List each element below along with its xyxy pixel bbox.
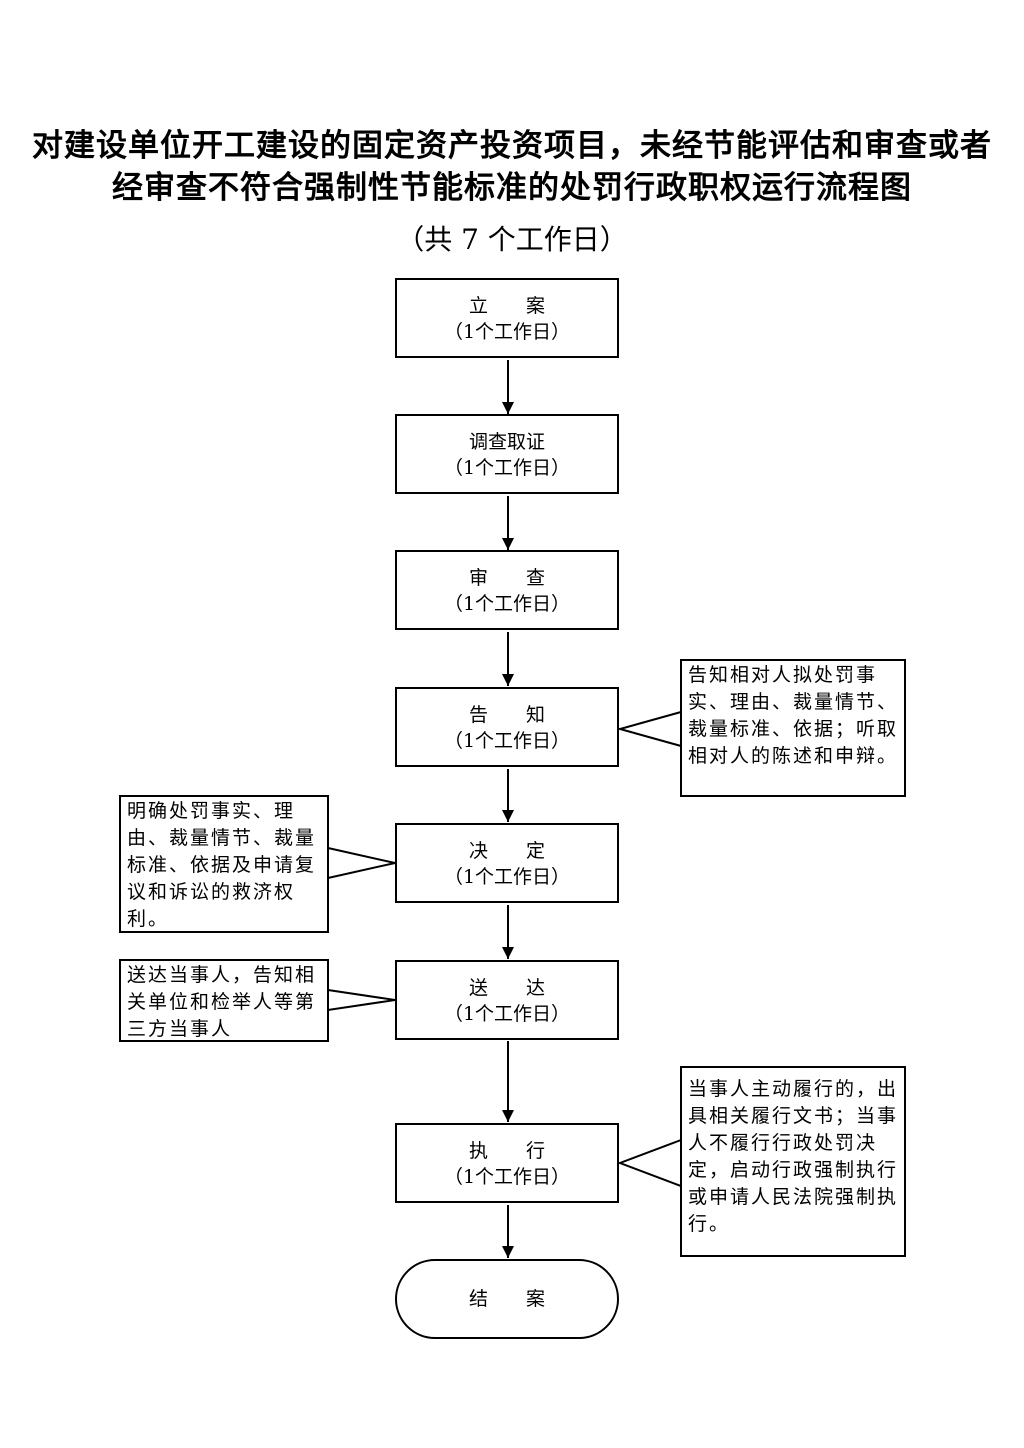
step-label: 决 定	[468, 840, 545, 862]
callout-pointer-decision	[327, 846, 396, 880]
step-decision: 决 定 （1个工作日）	[395, 823, 619, 903]
step-duration: （1个工作日）	[443, 730, 571, 752]
step-delivery: 送 达 （1个工作日）	[395, 960, 619, 1040]
note-decision: 明确处罚事实、理由、裁量情节、裁量标准、依据及申请复议和诉讼的救济权利。	[119, 795, 329, 933]
step-investigation: 调查取证 （1个工作日）	[395, 414, 619, 494]
step-duration: （1个工作日）	[443, 1003, 571, 1025]
note-delivery: 送达当事人，告知相关单位和检举人等第三方当事人	[119, 959, 329, 1042]
step-inform: 告 知 （1个工作日）	[395, 687, 619, 767]
step-review: 审 查 （1个工作日）	[395, 550, 619, 630]
step-duration: （1个工作日）	[443, 321, 571, 343]
step-duration: （1个工作日）	[443, 457, 571, 479]
diagram-title-line-2: 经审查不符合强制性节能标准的处罚行政职权运行流程图	[112, 170, 912, 206]
step-duration: （1个工作日）	[443, 593, 571, 615]
note-execution: 当事人主动履行的，出具相关履行文书；当事人不履行行政处罚决定，启动行政强制执行或…	[680, 1066, 906, 1257]
step-label: 告 知	[468, 704, 545, 726]
step-label: 立 案	[468, 295, 545, 317]
step-duration: （1个工作日）	[443, 866, 571, 888]
step-label: 审 查	[468, 567, 545, 589]
step-case-closed: 结 案	[395, 1259, 619, 1339]
step-label: 送 达	[468, 977, 545, 999]
step-filing: 立 案 （1个工作日）	[395, 278, 619, 358]
step-duration: （1个工作日）	[443, 1166, 571, 1188]
diagram-title-line-1: 对建设单位开工建设的固定资产投资项目，未经节能评估和审查或者	[32, 128, 992, 164]
note-inform: 告知相对人拟处罚事实、理由、裁量情节、裁量标准、依据；听取相对人的陈述和申辩。	[680, 659, 906, 797]
step-label: 执 行	[468, 1140, 545, 1162]
total-duration: （共 7 个工作日）	[396, 223, 628, 256]
step-execution: 执 行 （1个工作日）	[395, 1123, 619, 1203]
callout-pointer-execution	[617, 1138, 682, 1188]
step-label: 结 案	[468, 1288, 545, 1310]
step-label: 调查取证	[468, 431, 545, 453]
callout-pointer-inform	[616, 710, 682, 748]
callout-pointer-delivery	[327, 988, 396, 1012]
